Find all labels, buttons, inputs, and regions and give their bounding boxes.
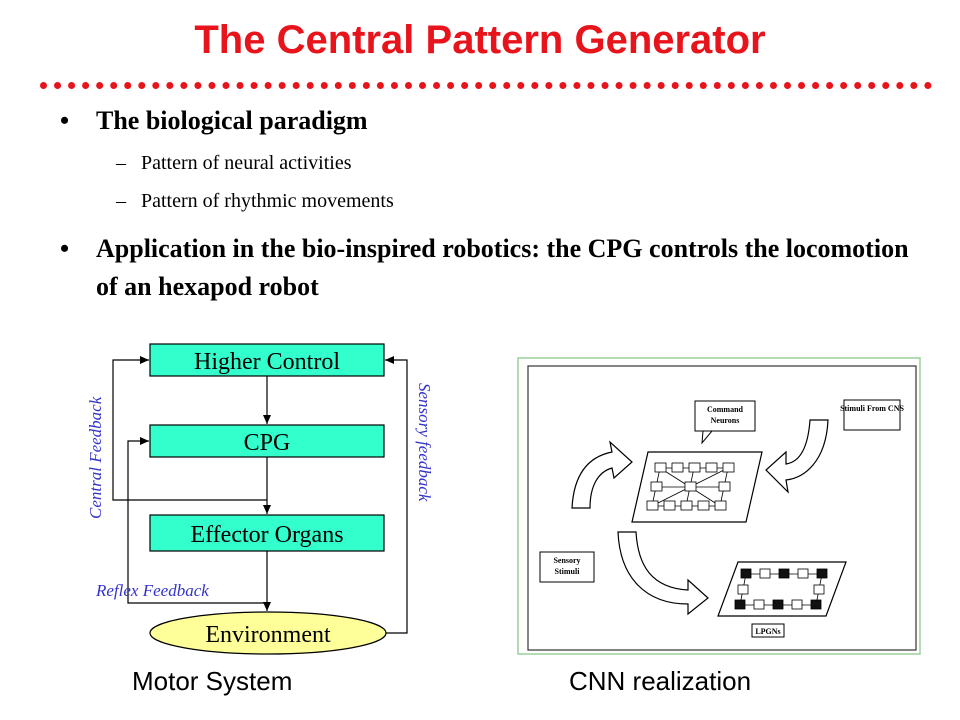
sub-bullet-rhythmic: – Pattern of rhythmic movements [116, 190, 394, 213]
command-neurons-box [694, 400, 756, 432]
sub-bullet-text: Pattern of rhythmic movements [141, 190, 394, 212]
lpgns-label: LPGNs [755, 627, 780, 636]
sensory-feedback-line [385, 356, 408, 634]
command-network-nodes [646, 462, 735, 511]
lpgn-network-nodes [734, 568, 828, 610]
sensory-feedback-label: Sensory feedback [415, 383, 434, 502]
cpg-box [149, 424, 385, 458]
central-feedback-label: Central Feedback [86, 396, 105, 519]
effector-organs-label: Effector Organs [190, 522, 343, 548]
effector-organs-box [149, 514, 385, 552]
lpgns-box [751, 623, 785, 638]
reflex-feedback-label: Reflex Feedback [95, 581, 209, 600]
sensory-input-arrow [571, 440, 633, 509]
cnn-inner-frame [527, 365, 917, 651]
caption-motor-system: Motor System [132, 666, 293, 696]
stimuli-cns-box [843, 399, 901, 431]
dash-mark: – [116, 190, 126, 212]
stimuli-cns-label: Stimuli From CNS [840, 404, 904, 413]
cns-input-arrow [765, 419, 829, 494]
cpg-label: CPG [244, 430, 291, 456]
sub-bullet-neural: – Pattern of neural activities [116, 152, 351, 175]
higher-control-label: Higher Control [194, 349, 340, 375]
central-feedback-line [112, 356, 267, 501]
callout-pointer [701, 430, 714, 445]
output-arrow [617, 531, 709, 616]
bullet-mark: • [60, 106, 70, 135]
bullet-text: The biological paradigm [96, 106, 368, 135]
bullet-mark: • [60, 234, 70, 263]
caption-cnn-realization: CNN realization [569, 666, 752, 696]
bullet-text: Application in the bio-inspired robotics… [96, 234, 909, 301]
sensory-stimuli-box [539, 551, 595, 583]
slide-title: The Central Pattern Generator [194, 18, 766, 62]
dotted-divider [40, 82, 932, 89]
reflex-feedback-line [127, 437, 267, 604]
higher-control-box [149, 343, 385, 377]
sub-bullet-text: Pattern of neural activities [141, 152, 352, 174]
environment-label: Environment [205, 622, 331, 648]
dash-mark: – [116, 152, 126, 174]
